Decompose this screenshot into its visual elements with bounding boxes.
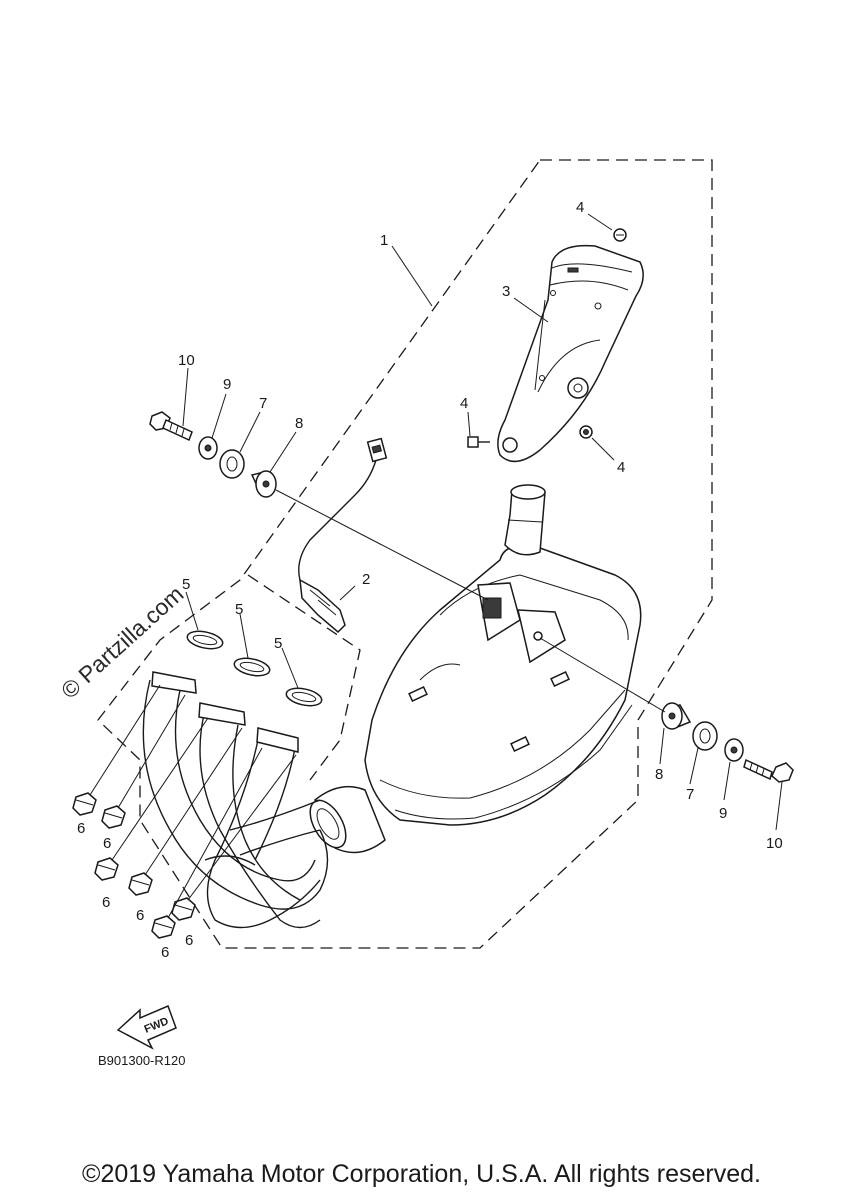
bolt-axis-left [275, 489, 489, 601]
shield-screw-top[interactable] [613, 228, 627, 242]
callout-10-left: 10 [178, 352, 195, 369]
nut-3[interactable] [94, 857, 119, 881]
callout-7-right: 7 [686, 786, 694, 803]
callout-10-right: 10 [766, 835, 783, 852]
washer-right[interactable] [724, 738, 744, 762]
callout-8-right: 8 [655, 766, 663, 783]
callout-4-right: 4 [617, 459, 625, 476]
heat-shield[interactable] [497, 244, 644, 463]
nut-5[interactable] [151, 915, 176, 939]
callout-5-1: 5 [182, 576, 190, 593]
diagram-code: B901300-R120 [98, 1053, 185, 1068]
fwd-arrow-icon: FWD [116, 1004, 177, 1050]
grommet-right[interactable] [661, 702, 692, 730]
callout-5-3: 5 [274, 635, 282, 652]
callout-8-left: 8 [295, 415, 303, 432]
o2-sensor[interactable] [298, 437, 388, 634]
callout-6-1: 6 [77, 820, 85, 837]
callout-6-4: 6 [136, 907, 144, 924]
collar-left[interactable] [219, 449, 245, 479]
collar-right[interactable] [692, 721, 718, 751]
callout-5-2: 5 [235, 601, 243, 618]
gasket-3[interactable] [285, 685, 324, 708]
callout-6-3: 6 [102, 894, 110, 911]
callout-6-6: 6 [185, 932, 193, 949]
nut-1[interactable] [72, 792, 97, 816]
callout-4-left: 4 [460, 395, 468, 412]
callout-6-5: 6 [161, 944, 169, 961]
gasket-1[interactable] [186, 628, 225, 651]
bolt-right[interactable] [743, 758, 794, 783]
nut-4[interactable] [128, 872, 153, 896]
callout-6-2: 6 [103, 835, 111, 852]
gasket-2[interactable] [233, 655, 272, 678]
callout-9-left: 9 [223, 376, 231, 393]
shield-screw-right[interactable] [579, 425, 593, 439]
washer-left[interactable] [198, 436, 218, 460]
callout-9-right: 9 [719, 805, 727, 822]
shield-screw-left[interactable] [467, 436, 490, 448]
copyright-notice: ©2019 Yamaha Motor Corporation, U.S.A. A… [82, 1160, 761, 1188]
callout-4-top: 4 [576, 199, 584, 216]
exhaust-header-pipes[interactable] [142, 671, 329, 929]
grommet-left[interactable] [250, 470, 277, 498]
stud-leader-lines [89, 684, 297, 919]
callout-1: 1 [380, 232, 388, 249]
bolt-axis-right [539, 637, 666, 713]
callout-2: 2 [362, 571, 370, 588]
muffler[interactable] [303, 484, 642, 854]
bolt-left[interactable] [149, 411, 193, 442]
nut-2[interactable] [101, 805, 126, 829]
callout-leaders [182, 213, 783, 831]
callout-3: 3 [502, 283, 510, 300]
callout-7-left: 7 [259, 395, 267, 412]
nut-6[interactable] [171, 897, 196, 921]
